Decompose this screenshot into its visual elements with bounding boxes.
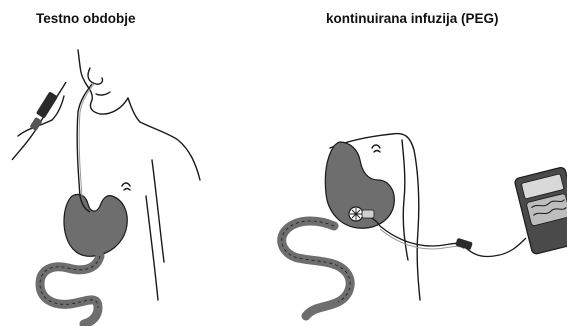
peg-tube (380, 226, 526, 257)
face-outline (78, 50, 128, 114)
nose-outline (88, 68, 103, 84)
mouth-outline (96, 92, 110, 95)
intestine-right (282, 221, 350, 316)
stomach-left (64, 194, 127, 256)
right-nipple (372, 145, 380, 148)
intestine-left (40, 256, 100, 324)
torso-side-line (146, 196, 158, 300)
torso-right-outline (140, 122, 200, 180)
tube-clip (36, 91, 58, 118)
torso-waist-line (152, 160, 164, 262)
nipple-mark (122, 183, 130, 186)
jaw-line (128, 98, 140, 122)
